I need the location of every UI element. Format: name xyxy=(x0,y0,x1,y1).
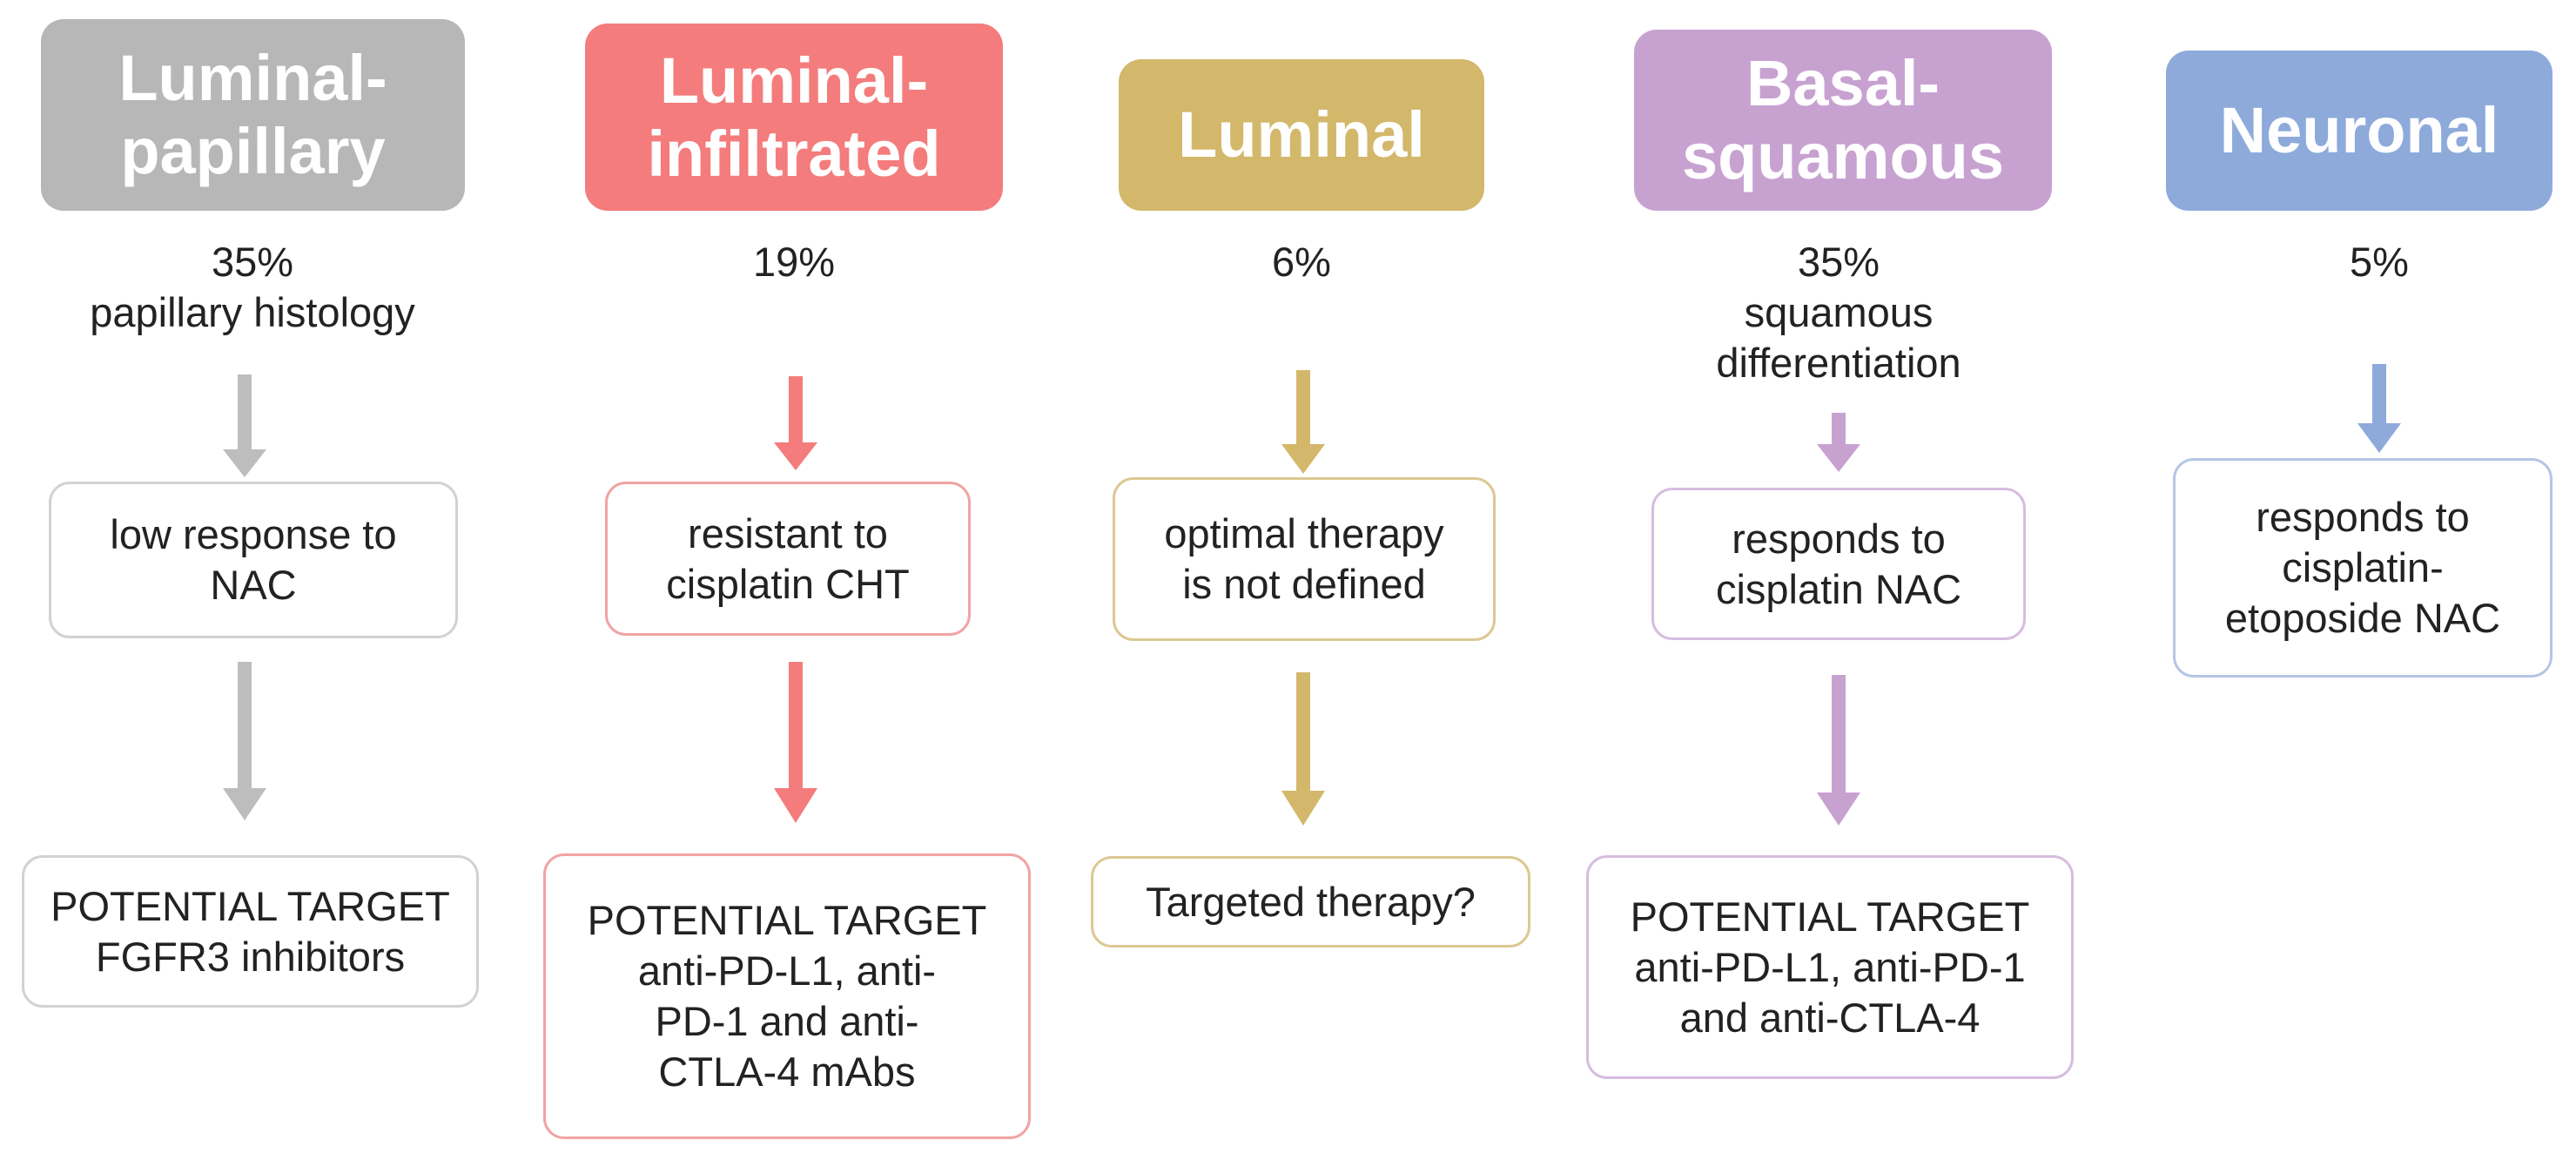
arrow-luminal-infiltrated-1 xyxy=(774,376,817,470)
arrow-basal-squamous-1 xyxy=(1817,413,1860,472)
arrow-neuronal-1 xyxy=(2357,364,2401,453)
arrow-luminal-papillary-1 xyxy=(223,374,266,477)
arrow-luminal-2 xyxy=(1281,672,1325,826)
stat-luminal: 6% xyxy=(1272,239,1331,285)
arrow-luminal-infiltrated-2 xyxy=(774,662,817,823)
stat-luminal-papillary: 35%papillary histology xyxy=(90,239,415,335)
header-luminal-infiltrated: Luminal-infiltrated xyxy=(585,24,1003,211)
arrow-luminal-papillary-2 xyxy=(223,662,266,820)
header-luminal-papillary: Luminal-papillary xyxy=(41,19,465,211)
stat-luminal-infiltrated: 19% xyxy=(752,239,836,285)
header-neuronal: Neuronal xyxy=(2166,51,2552,211)
target-box-luminal: Targeted therapy? xyxy=(1091,856,1530,948)
stat-neuronal: 5% xyxy=(2350,239,2409,285)
header-basal-squamous: Basal-squamous xyxy=(1634,30,2052,211)
header-luminal: Luminal xyxy=(1119,59,1484,211)
arrow-basal-squamous-2 xyxy=(1817,675,1860,826)
arrow-luminal-1 xyxy=(1281,370,1325,474)
